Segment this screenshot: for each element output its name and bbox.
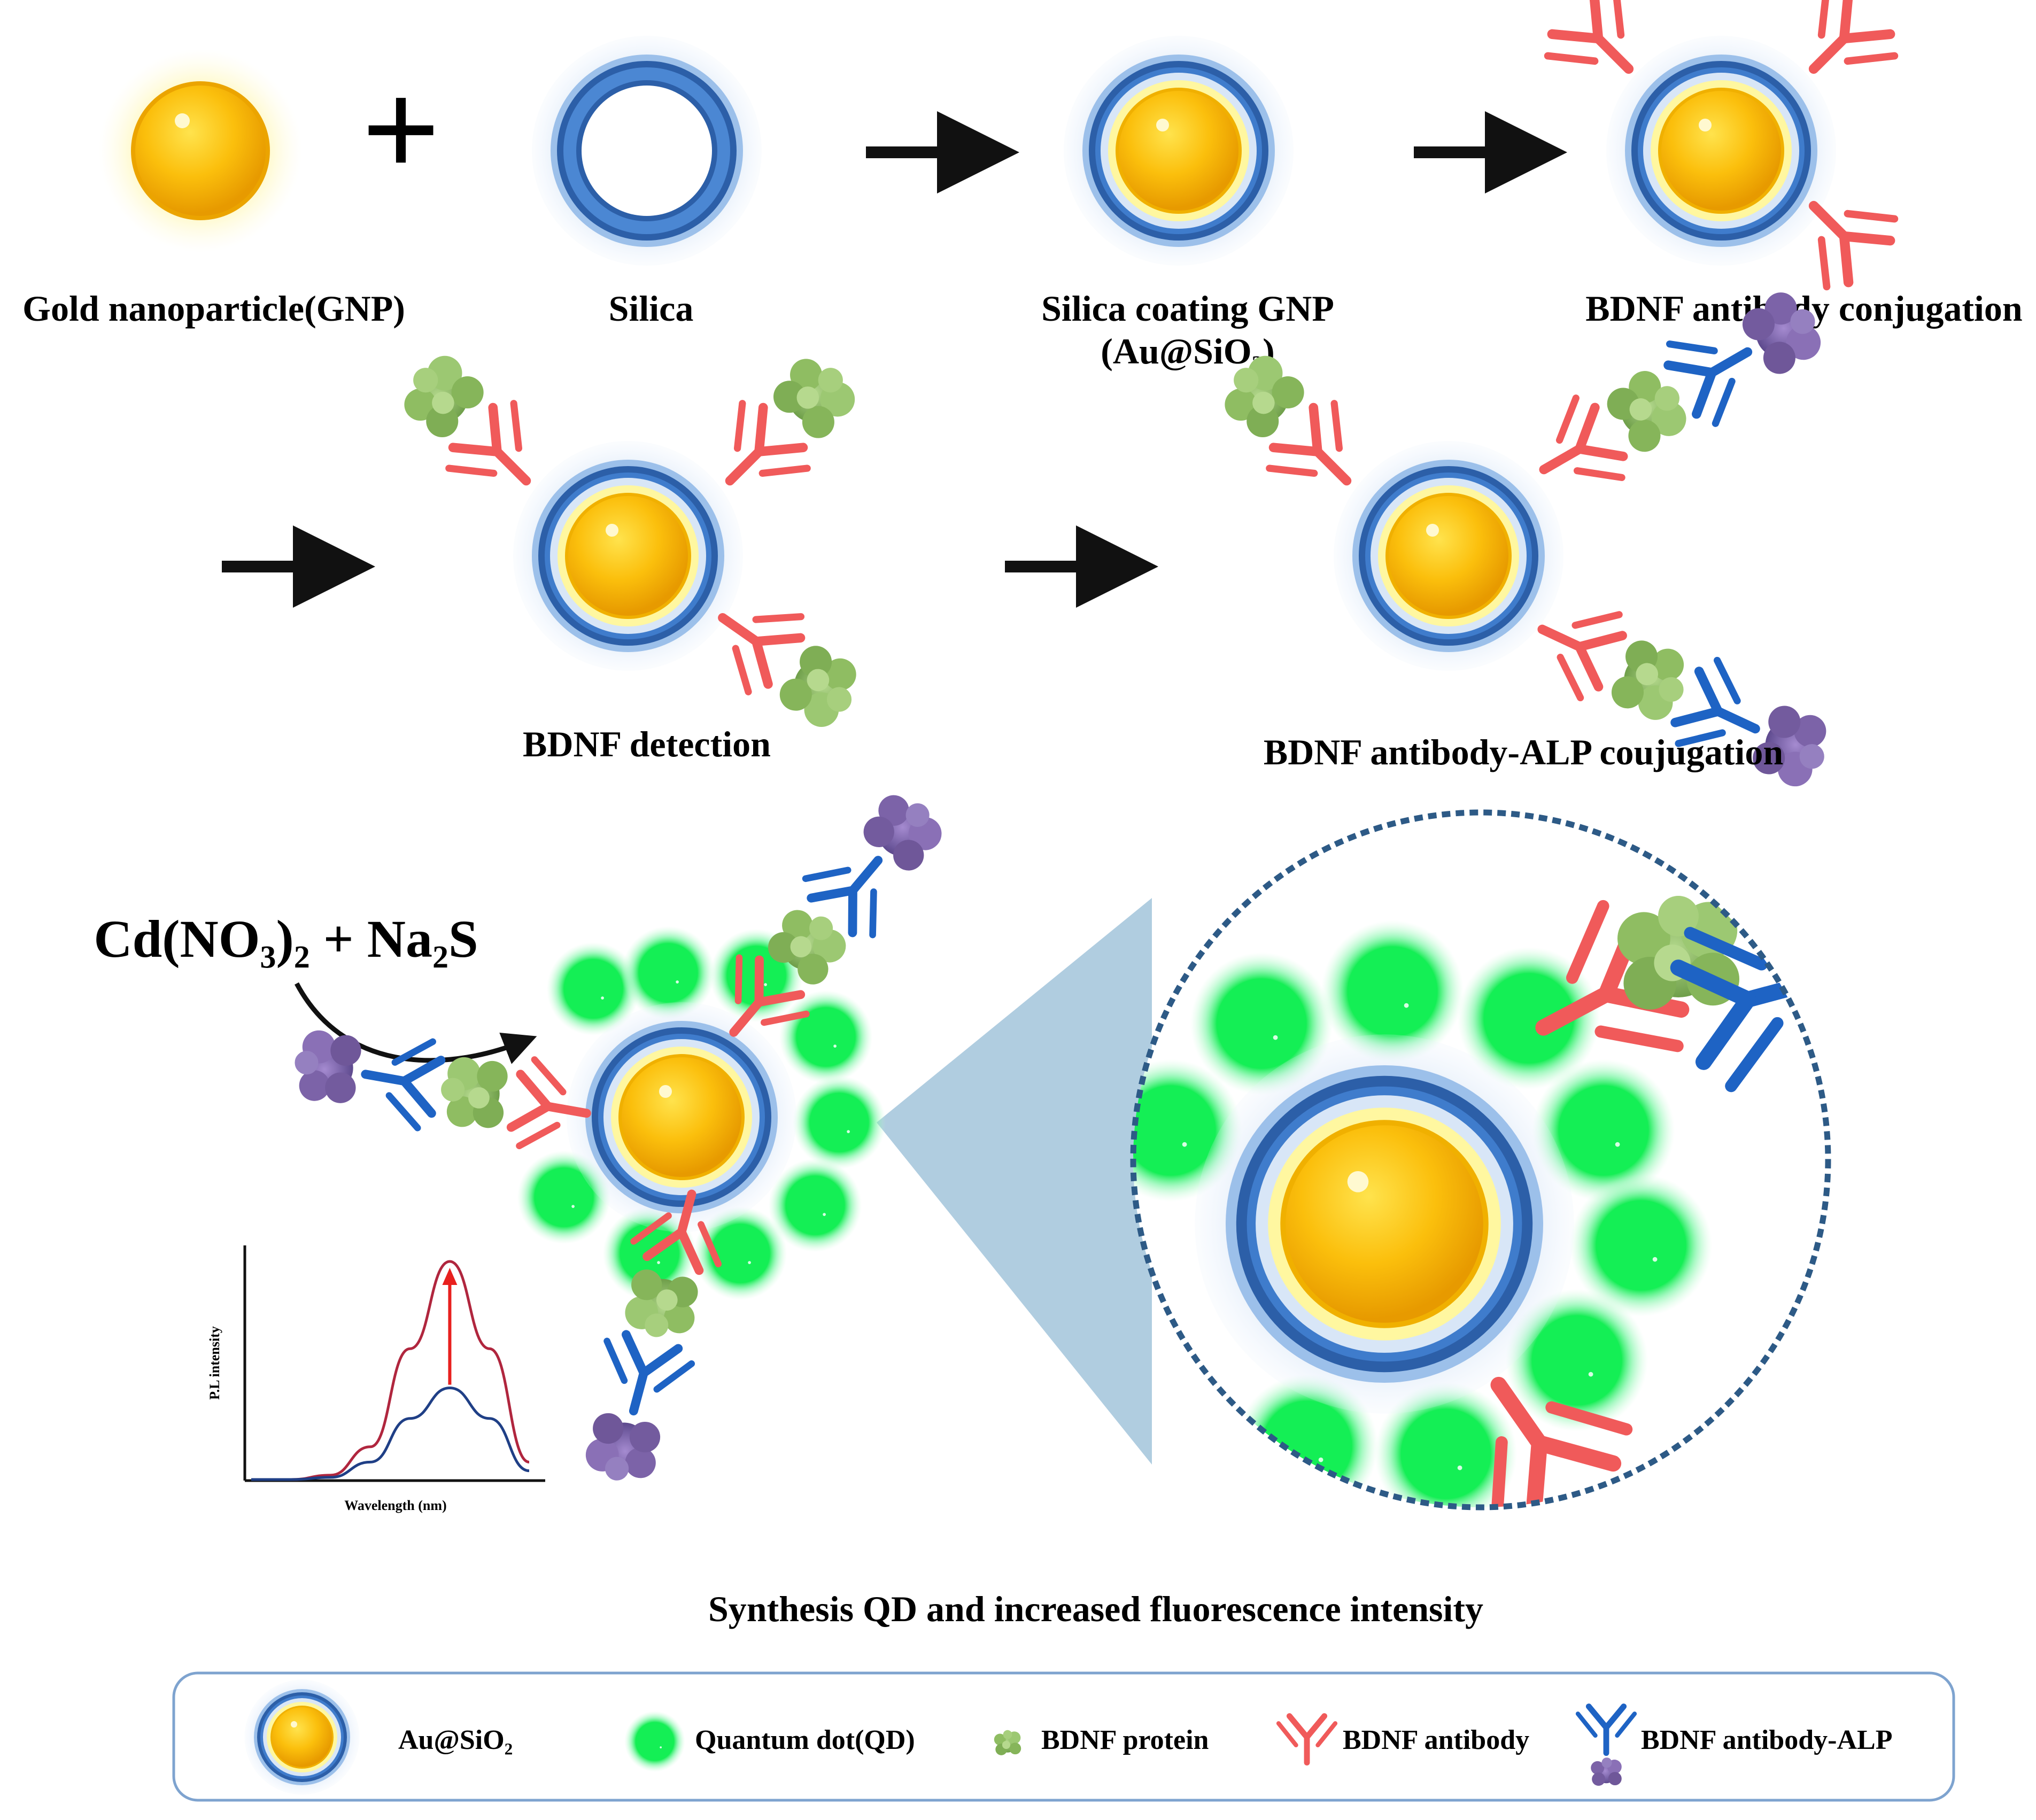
quantum-dot-icon [624,1710,686,1772]
curved-arrow [295,982,537,1064]
qd-decorated-particle [287,777,958,1492]
au-sio2-icon [244,1679,360,1795]
zoom-cone [877,898,1152,1465]
legend-label-qd: Quantum dot(QD) [695,1725,915,1755]
zoom-circle-outline [1130,809,1831,1511]
legend-label-antibody-alp: BDNF antibody-ALP [1641,1725,1892,1755]
legend-label-antibody: BDNF antibody [1343,1725,1529,1755]
series-high-curve [251,1260,530,1481]
label-alp-conjugation: BDNF antibody-ALP coujugation [1264,732,1783,772]
label-synthesis: Synthesis QD and increased fluorescence … [708,1589,1483,1629]
silica-shell [532,36,762,266]
label-silica: Silica [609,288,694,329]
gold-nanoparticle [99,49,302,252]
antibody-conjugated-particle [1539,0,1903,296]
label-coating-1: Silica coating GNP [1041,288,1334,329]
label-coating-2: (Au@SiO₂) [1101,331,1274,371]
label-bdnf-detection: BDNF detection [523,724,771,764]
plus-sign: + [361,53,440,207]
increase-arrow-head [442,1268,458,1285]
alp-conjugation-particle [1205,275,1843,802]
au-sio2-particle [1064,36,1294,266]
legend-label-au-sio2: Au@SiO₂ [398,1725,513,1755]
series-low-curve [251,1387,530,1481]
bdnf-detection-particle [384,339,876,744]
legend-label-protein: BDNF protein [1041,1725,1209,1755]
label-gnp: Gold nanoparticle(GNP) [22,288,405,329]
x-axis-label: Wavelength (nm) [344,1498,446,1513]
pl-spectrum-chart: P.L intensity Wavelength (nm) [207,1245,545,1513]
y-axis-label: P.L intensity [207,1326,222,1400]
legend-box: Au@SiO₂ Quantum dot(QD) BDNF protein BDN… [172,1671,1955,1802]
label-reagents: Cd(NO₃)₂ + Na₂S [94,909,478,969]
zoomed-view [1130,809,1831,1511]
